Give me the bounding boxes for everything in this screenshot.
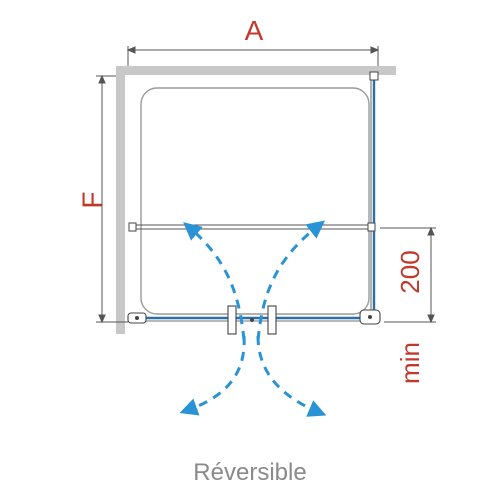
- door-handles-icon: [227, 305, 277, 335]
- height-label: F: [76, 191, 107, 208]
- swing-arrow-in-right: [256, 220, 326, 341]
- stabilizer-bar: [128, 222, 376, 232]
- fixed-side-panel: [369, 71, 379, 318]
- wall-structure: [116, 66, 396, 334]
- swing-arrow-out-left: [179, 335, 246, 416]
- dimension-width: [126, 46, 380, 66]
- bar-panel-fixing: [367, 222, 376, 232]
- top-right-fixing: [369, 71, 379, 81]
- clearance-value: 200: [395, 250, 425, 293]
- clearance-prefix: min: [395, 342, 425, 384]
- dimension-height: [96, 74, 128, 324]
- swing-arrows-icon: [179, 220, 327, 417]
- bar-wall-fixing: [128, 222, 137, 232]
- shower-tray-outline: [140, 87, 370, 315]
- top-wall: [116, 66, 396, 75]
- swing-arrow-out-right: [256, 335, 327, 417]
- front-doors: [127, 305, 381, 335]
- left-wall: [116, 66, 125, 334]
- caption: Réversible: [193, 459, 306, 486]
- dimension-clearance: [380, 226, 436, 324]
- width-label: A: [245, 15, 264, 46]
